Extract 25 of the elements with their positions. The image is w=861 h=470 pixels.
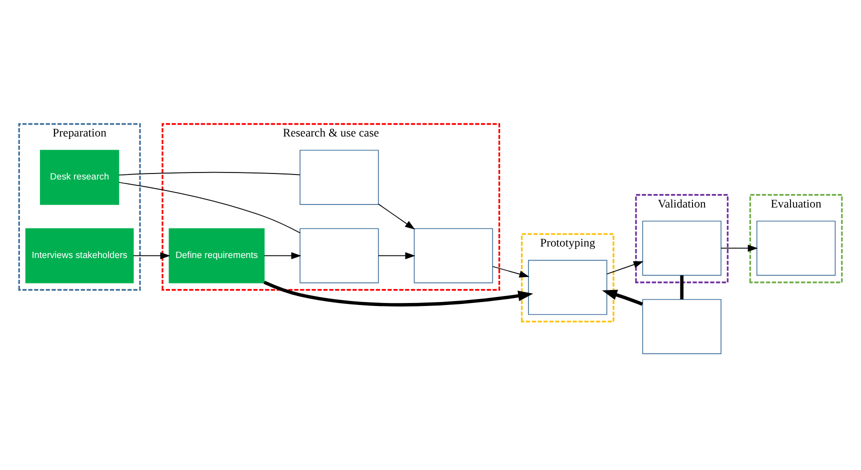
node-box: Define requirements	[168, 228, 265, 283]
arrow	[720, 244, 758, 252]
arrow	[492, 266, 530, 278]
node-box	[756, 220, 836, 276]
cluster: Prototyping	[520, 232, 614, 322]
arrow	[133, 252, 170, 259]
node-box	[642, 220, 722, 276]
node-box	[300, 228, 379, 283]
arrow	[378, 252, 416, 259]
connector	[118, 171, 300, 175]
node-box	[642, 298, 722, 354]
connector	[680, 274, 684, 299]
connector	[118, 181, 300, 233]
arrow	[264, 252, 302, 259]
node-box	[414, 228, 494, 283]
node-box	[300, 149, 379, 204]
cluster: Evaluation	[749, 194, 843, 283]
arrow	[606, 260, 644, 274]
node-box	[528, 259, 608, 314]
arrow	[264, 280, 534, 306]
arrow	[602, 289, 643, 306]
node-box: Interviews stakeholders	[25, 228, 134, 283]
arrow	[378, 203, 415, 230]
node-box: Desk research	[40, 149, 120, 204]
cluster: Validation	[635, 194, 729, 283]
